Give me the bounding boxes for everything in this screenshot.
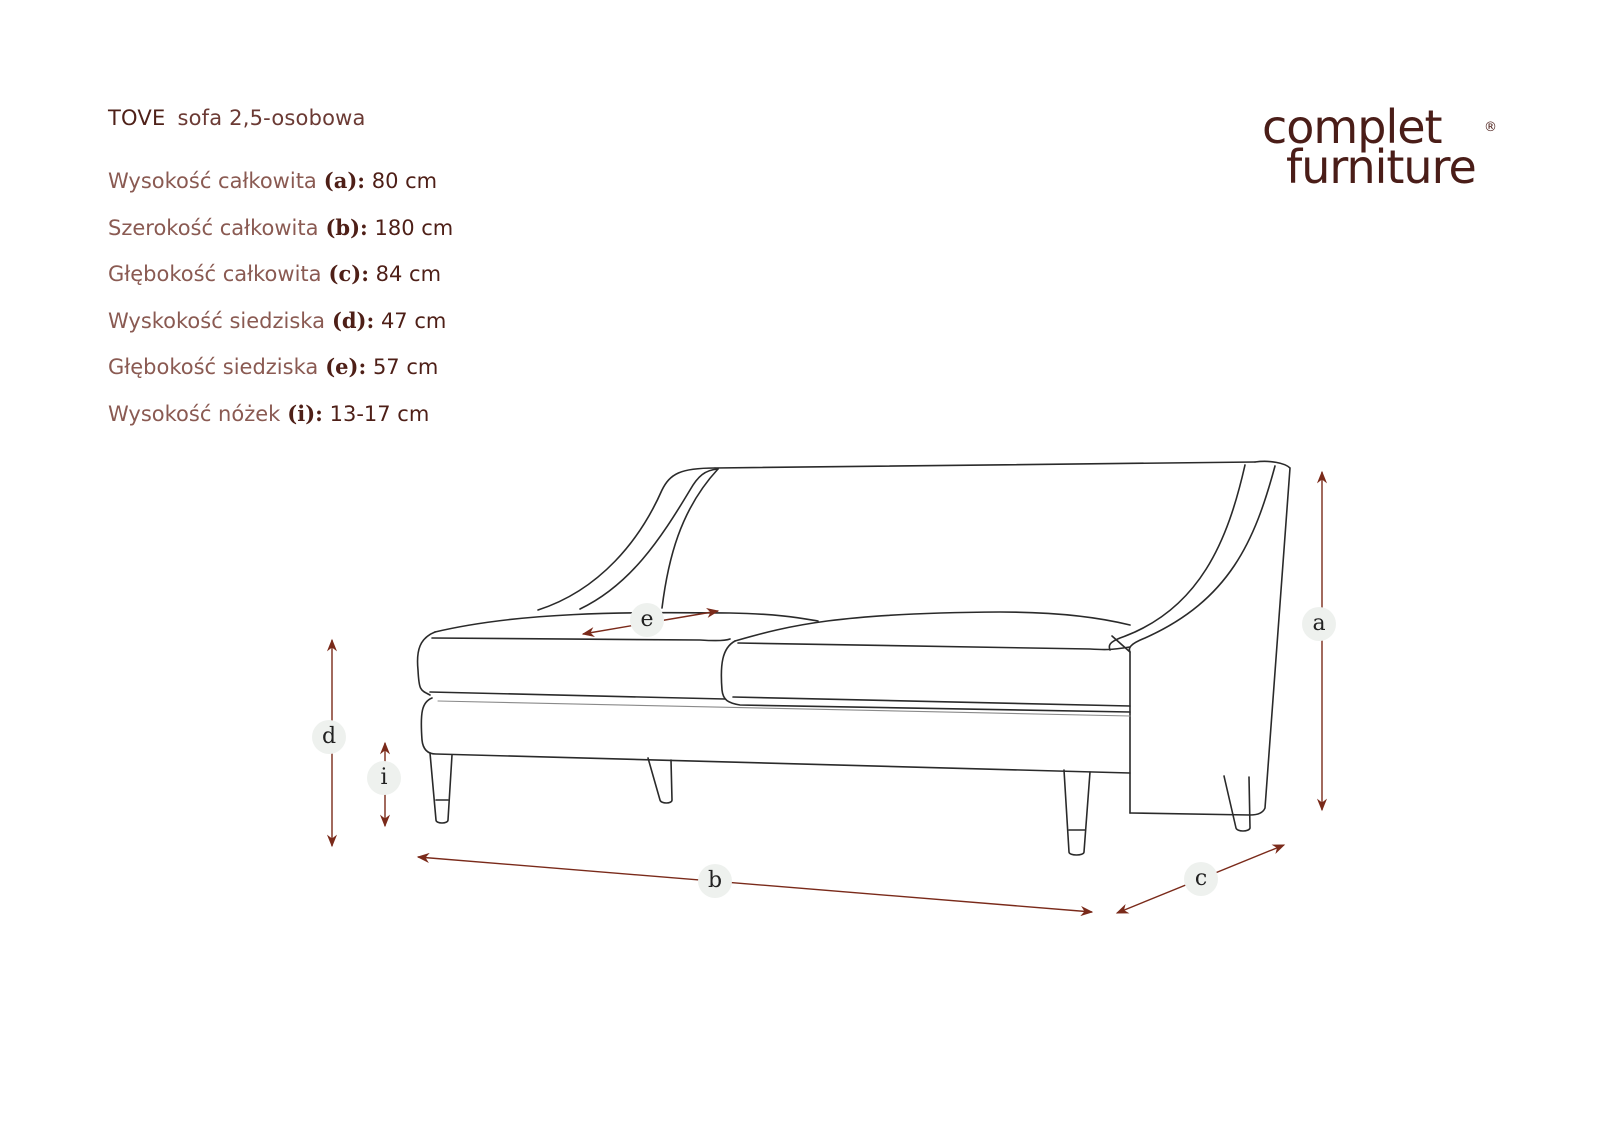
product-title: TOVE sofa 2,5-osobowa xyxy=(108,106,366,130)
sofa-outline xyxy=(416,460,1291,856)
dimension-arrow-b xyxy=(416,852,1094,917)
spec-label: Szerokość całkowita xyxy=(108,215,319,240)
spec-value: 57 cm xyxy=(372,355,439,379)
spec-value: 84 cm xyxy=(375,262,442,286)
spec-value: 80 cm xyxy=(371,169,438,193)
leg-front-right xyxy=(1063,769,1091,856)
spec-leg-height: Wysokość nóżek(i): 13-17 cm xyxy=(108,401,453,448)
spec-key: (d): xyxy=(331,307,375,333)
spec-key: (c): xyxy=(328,261,369,286)
registered-mark-icon: ® xyxy=(1484,120,1497,135)
spec-key: (i): xyxy=(287,400,323,426)
left-arm-outer xyxy=(537,467,716,611)
marker-a: a xyxy=(1302,607,1336,641)
backrest-top xyxy=(714,461,1256,469)
marker-d: d xyxy=(312,720,346,754)
right-seat-cushion xyxy=(734,611,1131,642)
spec-label: Głębokość siedziska xyxy=(108,355,319,379)
model-name: TOVE xyxy=(108,106,166,130)
specs-list: Wysokość całkowita(a): 80 cm Szerokość c… xyxy=(108,168,453,447)
leg-back-left xyxy=(647,757,673,804)
marker-b: b xyxy=(698,864,732,898)
spec-label: Wysokość całkowita xyxy=(108,169,317,193)
marker-e: e xyxy=(630,603,664,637)
spec-key: (a): xyxy=(323,168,366,193)
spec-key: (e): xyxy=(325,354,367,379)
spec-value: 180 cm xyxy=(374,215,454,240)
spec-value: 13-17 cm xyxy=(329,401,430,426)
spec-seat-height: Wyskokość siedziska(d): 47 cm xyxy=(108,308,453,355)
spec-label: Wyskokość siedziska xyxy=(108,308,325,333)
leg-front-left xyxy=(429,752,453,824)
spec-total-height: Wysokość całkowita(a): 80 cm xyxy=(108,168,453,215)
leg-back-right xyxy=(1223,775,1251,832)
spec-key: (b): xyxy=(325,214,368,240)
spec-label: Wysokość nóżek xyxy=(108,401,281,426)
marker-c: c xyxy=(1184,862,1218,896)
logo-word-furniture: furniture xyxy=(1286,140,1477,194)
spec-seat-depth: Głębokość siedziska(e): 57 cm xyxy=(108,354,453,401)
brand-logo: complet furniture ® xyxy=(1262,104,1502,204)
left-seat-cushion xyxy=(434,611,819,633)
product-subtitle: sofa 2,5-osobowa xyxy=(177,106,366,130)
logo-word-complet: complet xyxy=(1262,100,1443,154)
right-arm-outer xyxy=(1129,460,1291,816)
spec-total-width: Szerokość całkowita(b): 180 cm xyxy=(108,215,453,262)
spec-value: 47 cm xyxy=(380,308,447,333)
spec-total-depth: Głębokość całkowita(c): 84 cm xyxy=(108,261,453,308)
marker-i: i xyxy=(367,761,401,795)
spec-label: Głębokość całkowita xyxy=(108,262,322,286)
sofa-base xyxy=(420,697,1131,774)
